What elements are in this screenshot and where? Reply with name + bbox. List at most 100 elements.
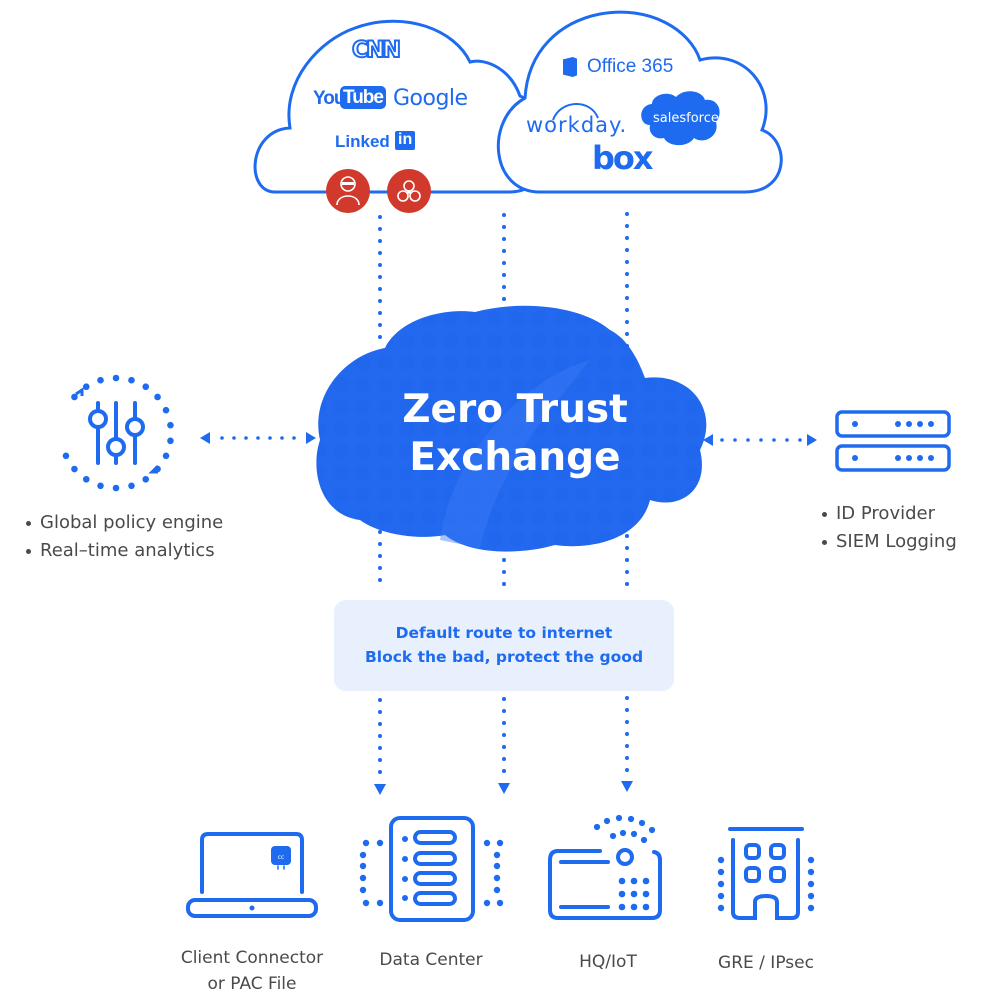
connector-dot — [625, 768, 629, 772]
destination-label-data-center: Data Center — [379, 950, 483, 970]
connector-dot — [71, 393, 78, 401]
connector-dot — [378, 311, 382, 315]
salesforce-logo — [641, 91, 720, 146]
connector-dot — [640, 836, 648, 844]
sliders-icon — [62, 374, 174, 492]
connector-dot — [493, 874, 501, 882]
list-item: SIEM Logging — [820, 528, 957, 556]
connector-dot — [502, 249, 506, 253]
connector-lines-bottom — [374, 498, 633, 795]
connector-dot — [162, 406, 170, 414]
connector-dot — [618, 877, 626, 885]
connector-dot — [378, 299, 382, 303]
connector-dot — [359, 886, 367, 894]
connector-dot — [502, 709, 506, 713]
connector-dot — [625, 284, 629, 288]
arrow-left-icon — [200, 432, 210, 444]
connector-dot — [618, 903, 626, 911]
connector-dot — [142, 475, 150, 483]
saas-cloud-outline — [496, 10, 783, 194]
connector-dot — [402, 836, 408, 842]
arrow-down-icon — [374, 784, 386, 795]
connector-dot — [502, 261, 506, 265]
connector-dot — [268, 436, 272, 440]
connector-dot — [625, 224, 629, 228]
connector-dot — [807, 856, 815, 864]
connector-dot — [625, 534, 629, 538]
laptop-icon: cc — [186, 832, 318, 918]
connector-dot — [502, 769, 506, 773]
connector-dot — [378, 275, 382, 279]
connector-dot — [785, 438, 789, 442]
policy-feature-list: Global policy engine Real–time analytics — [24, 509, 223, 565]
connector-dot — [71, 465, 78, 473]
connector-dot — [625, 696, 629, 700]
connector-dot — [625, 272, 629, 276]
connector-dot — [292, 436, 296, 440]
connector-dot — [603, 817, 611, 825]
connector-dot — [502, 225, 506, 229]
connector-dot — [627, 815, 635, 823]
connector-dot — [625, 546, 629, 550]
arrow-right-icon — [807, 434, 817, 446]
connector-dot — [378, 542, 382, 546]
connector-dot — [112, 374, 120, 382]
connector-dot — [378, 566, 382, 570]
connector-dot — [378, 734, 382, 738]
connector-dot — [378, 251, 382, 255]
connector-dot — [717, 856, 725, 864]
connector-dot — [493, 851, 501, 859]
connector-dot — [625, 570, 629, 574]
box-logo: box — [592, 139, 654, 177]
connector-dot — [502, 570, 506, 574]
connector-dot — [759, 438, 763, 442]
connector-dot — [112, 484, 120, 492]
connector-dot — [378, 263, 382, 267]
connector-dot — [502, 285, 506, 289]
connector-dot — [142, 383, 150, 391]
connector-dot — [483, 839, 491, 847]
linkedin-logo-badge: in — [395, 131, 416, 150]
connector-dot — [97, 482, 104, 490]
list-item: Real–time analytics — [24, 537, 223, 565]
connector-dot — [493, 886, 501, 894]
list-item: Global policy engine — [24, 509, 223, 537]
connector-dot — [256, 436, 260, 440]
youtube-logo-tube: Tube — [340, 86, 386, 109]
connector-dot — [378, 323, 382, 327]
connector-dot — [630, 890, 638, 898]
office-365-logo: Office 365 — [587, 56, 674, 77]
destination-label-line1: Client Connector — [180, 948, 324, 968]
iot-router-icon — [548, 814, 662, 920]
connector-dot — [625, 744, 629, 748]
connector-dot — [362, 899, 370, 907]
connector-dot — [625, 558, 629, 562]
connector-dot — [128, 376, 135, 384]
connector-dot — [618, 890, 626, 898]
zte-title-line1: Zero Trust — [402, 387, 628, 432]
connector-dot — [807, 868, 815, 876]
connector-dot — [378, 578, 382, 582]
connector-dot — [378, 215, 382, 219]
data-center-icon — [359, 816, 504, 922]
connector-dot — [280, 436, 284, 440]
client-connector-badge — [271, 846, 291, 865]
connector-dot — [625, 582, 629, 586]
connector-dot — [625, 236, 629, 240]
connector-dot — [642, 903, 650, 911]
connector-dot — [378, 710, 382, 714]
connector-dot — [615, 814, 623, 822]
arrow-left-icon — [703, 434, 713, 446]
zero-trust-exchange-cloud[interactable] — [316, 305, 707, 552]
list-item: ID Provider — [820, 500, 957, 528]
connector-dot — [720, 438, 724, 442]
connector-dot — [502, 721, 506, 725]
workday-arc-icon — [552, 103, 599, 121]
office-365-icon — [563, 57, 577, 77]
connector-dot — [496, 839, 504, 847]
connector-dot — [162, 452, 170, 460]
connector-lines-top — [378, 212, 629, 372]
connector-dot — [807, 904, 815, 912]
connector-dot — [807, 880, 815, 888]
